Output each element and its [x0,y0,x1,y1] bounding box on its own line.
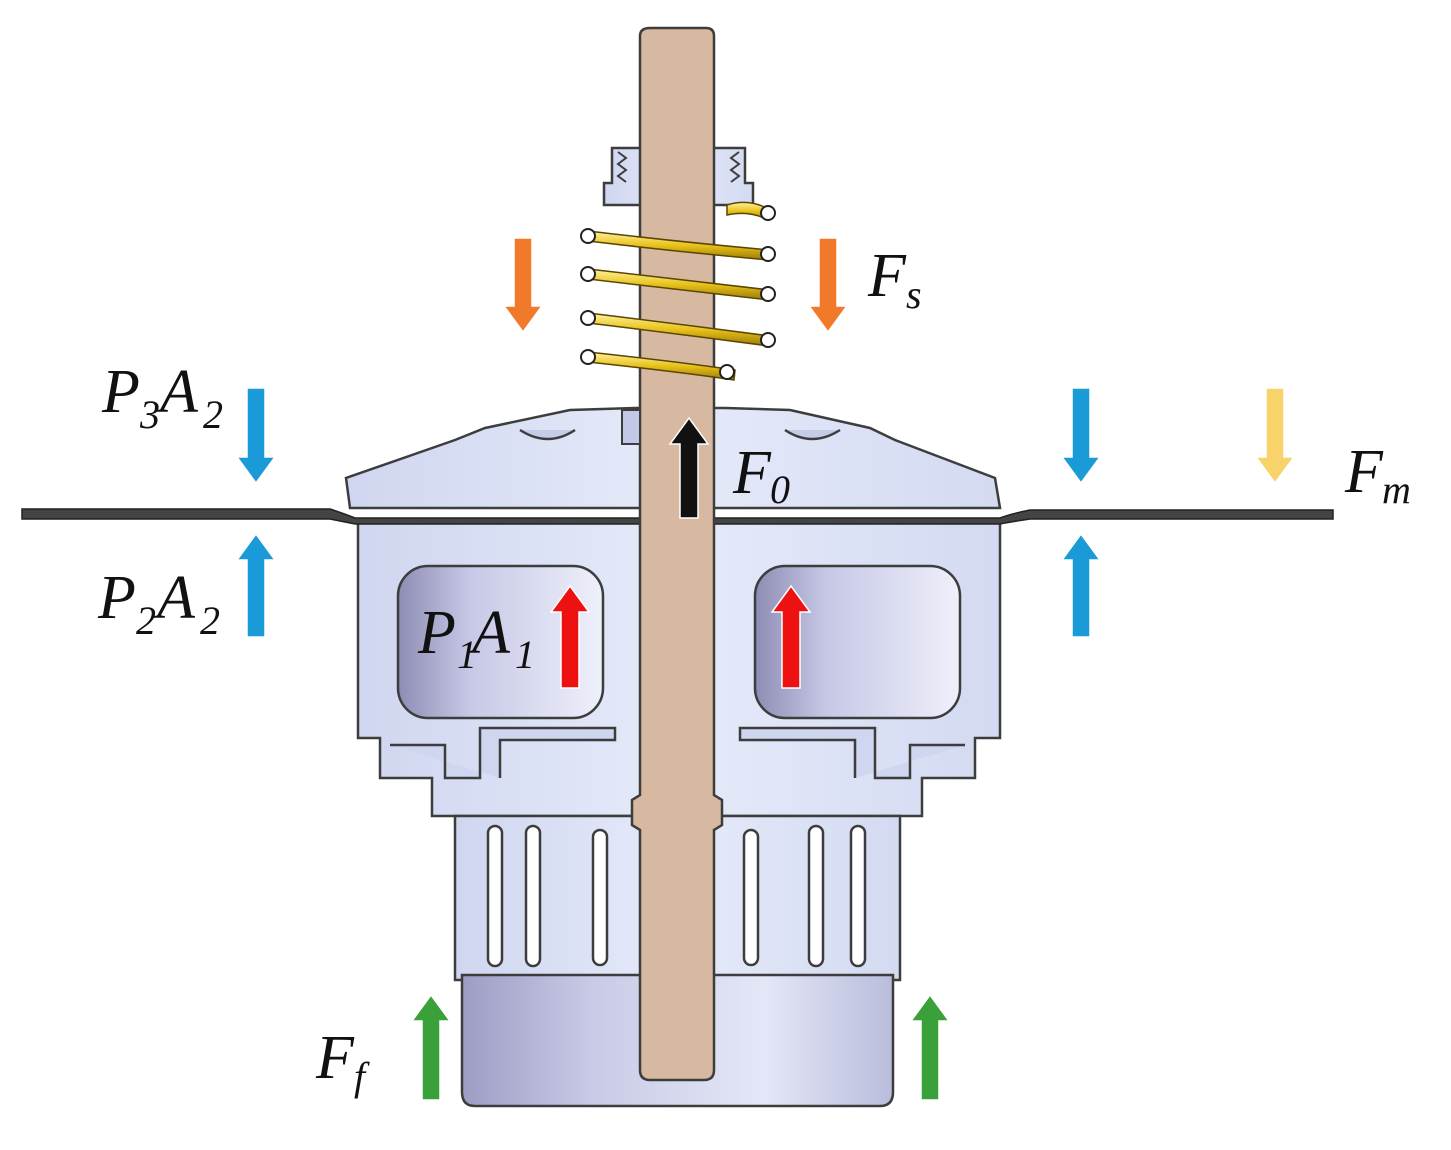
svg-text:A: A [153,564,196,632]
svg-text:2: 2 [136,598,156,643]
label-f0-base: F [732,439,772,507]
stem-retainer [621,409,641,445]
arrow-fm-icon [1254,387,1296,485]
arrow-fs-left-icon [502,237,544,334]
svg-text:1: 1 [515,632,535,677]
svg-text:F: F [315,1024,355,1092]
label-ff-base: F [315,1024,355,1092]
label-p3a2: P 3 A 2 [101,358,223,437]
valve-stem [630,26,724,1082]
arrow-p2a2-right-icon [1060,532,1102,638]
arrow-p3a2-left-icon [235,387,277,485]
label-p1a1-psub: 1 [457,632,477,677]
cap-recess-left [519,428,576,441]
svg-text:F: F [1344,438,1384,506]
svg-text:m: m [1382,467,1411,512]
collar-slots [486,824,867,968]
svg-text:P: P [417,599,456,667]
arrow-p2a2-left-icon [235,532,277,638]
label-fm: F m [1344,438,1411,512]
label-ff-sub: f [354,1054,370,1099]
label-fs-sub: s [906,272,922,317]
label-ff: F f [315,1024,370,1099]
svg-text:2: 2 [203,392,223,437]
label-p3a2-asub: 2 [203,392,223,437]
arrow-f0-icon [668,416,710,519]
svg-text:1: 1 [457,632,477,677]
arrow-ff-left-icon [410,993,452,1101]
label-p3a2-p: P [101,358,140,426]
label-p2a2-psub: 2 [136,598,156,643]
cap-recess-right [784,428,841,441]
svg-text:A: A [468,599,511,667]
label-p3a2-psub: 3 [139,392,160,437]
housing-step-left [390,726,617,780]
label-p2a2-a: A [153,564,196,632]
svg-text:A: A [156,358,199,426]
svg-text:F: F [867,242,907,310]
svg-text:f: f [354,1054,370,1099]
housing-step-right [738,726,965,780]
label-fs-base: F [867,242,907,310]
label-p2a2-p: P [97,564,136,632]
label-p1a1-p: P [417,599,456,667]
arrow-p1a1-right-icon [770,584,812,689]
label-f0-sub: 0 [770,467,790,512]
nut-threads [616,151,741,183]
svg-text:0: 0 [770,467,790,512]
label-p1a1-a: A [468,599,511,667]
chamber-right [753,564,962,720]
label-p2a2-asub: 2 [200,598,220,643]
arrow-fs-right-icon [807,237,849,334]
label-p2a2: P 2 A 2 [97,564,220,643]
coil-spring-icon [580,201,776,381]
arrow-ff-right-icon [909,993,951,1101]
svg-text:s: s [906,272,922,317]
label-fm-sub: m [1382,467,1411,512]
label-p1a1: P 1 A 1 [417,599,535,677]
svg-text:P: P [101,358,140,426]
diaphragm [21,508,1334,525]
svg-text:F: F [732,439,772,507]
arrow-p3a2-right-icon [1060,387,1102,485]
svg-text:3: 3 [139,392,160,437]
svg-text:2: 2 [200,598,220,643]
chamber-left [396,564,605,720]
label-fs: F s [867,242,922,317]
svg-text:P: P [97,564,136,632]
label-f0: F 0 [732,439,790,512]
arrow-p1a1-left-icon [549,584,591,689]
force-arrows [235,237,1296,1101]
label-fm-base: F [1344,438,1384,506]
label-p1a1-asub: 1 [515,632,535,677]
label-p3a2-a: A [156,358,199,426]
